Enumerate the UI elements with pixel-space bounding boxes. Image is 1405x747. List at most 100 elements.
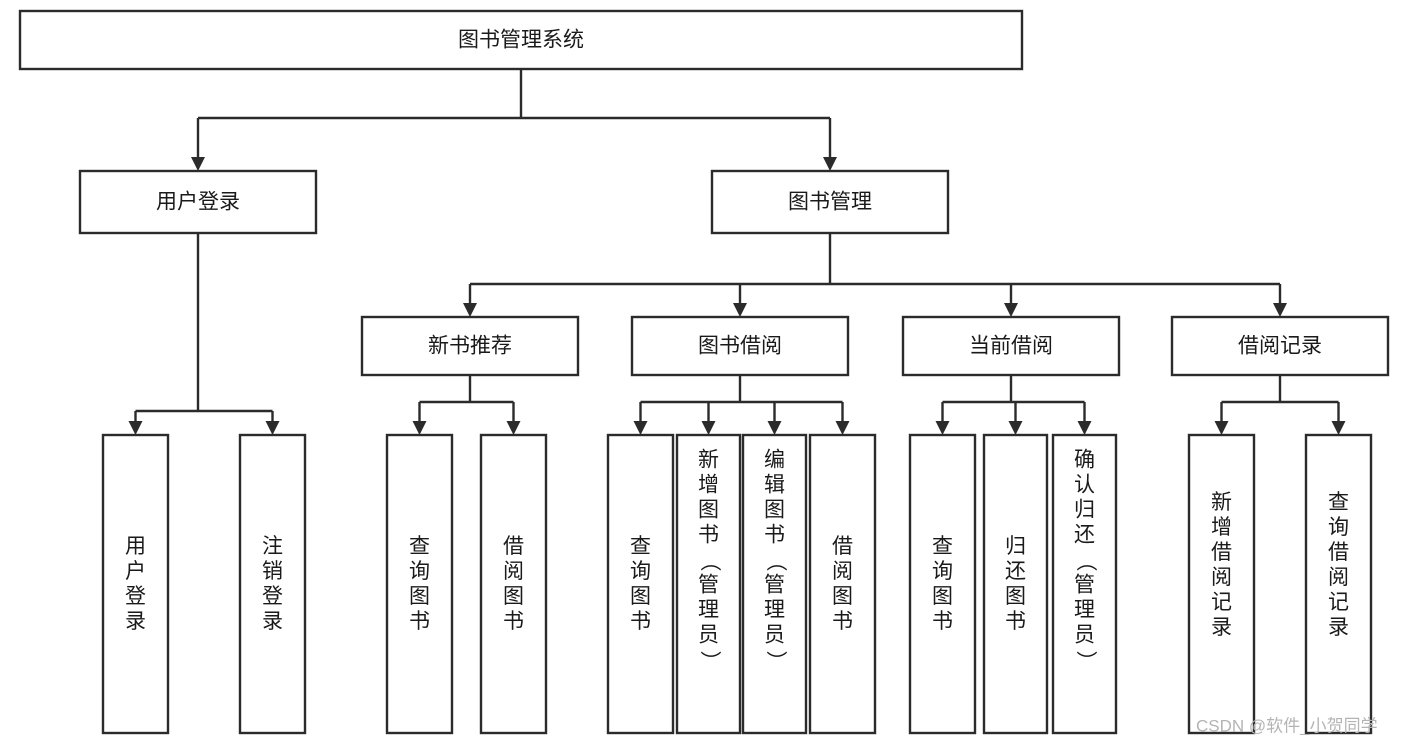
node-label-char-leaf-query-book-cur-3: 书 bbox=[932, 610, 953, 633]
node-root[interactable]: 图书管理系统 bbox=[18, 9, 1024, 71]
node-box-leaf-query-book-rec bbox=[385, 433, 454, 735]
node-box-book-manage bbox=[710, 169, 950, 235]
arrow-head bbox=[1273, 303, 1287, 317]
node-label-char-leaf-borrow-book-rec-2: 图 bbox=[503, 585, 524, 608]
node-label-char-leaf-confirm-return-0: 确 bbox=[1074, 449, 1095, 472]
arrow-head bbox=[633, 421, 648, 435]
node-label-char-leaf-add-record-5: 录 bbox=[1211, 616, 1232, 639]
node-label-char-leaf-return-book-3: 书 bbox=[1005, 610, 1026, 633]
node-leaf-user-login[interactable]: 用户登录 bbox=[101, 433, 170, 735]
node-label-char-leaf-query-book-2: 图 bbox=[630, 585, 651, 608]
node-borrow-record[interactable]: 借阅记录 bbox=[1170, 315, 1390, 377]
node-label-char-leaf-add-record-3: 阅 bbox=[1211, 566, 1232, 589]
node-label-char-leaf-user-logout-3: 录 bbox=[262, 610, 283, 633]
node-box-leaf-query-record bbox=[1304, 433, 1373, 735]
node-label-char-leaf-add-book-0: 新 bbox=[698, 449, 719, 472]
node-label-char-leaf-confirm-return-1: 认 bbox=[1074, 474, 1095, 497]
node-label-char-leaf-query-book-rec-2: 图 bbox=[409, 585, 430, 608]
node-label-char-leaf-query-book-cur-2: 图 bbox=[932, 585, 953, 608]
node-label-char-leaf-query-book-rec-3: 书 bbox=[409, 610, 430, 633]
node-book-manage[interactable]: 图书管理 bbox=[710, 169, 950, 235]
node-label-char-leaf-edit-book-3: 书 bbox=[764, 524, 785, 547]
arrow-head bbox=[935, 421, 950, 435]
node-label-char-leaf-add-book-2: 图 bbox=[698, 499, 719, 522]
node-box-leaf-borrow-book-rec bbox=[479, 433, 548, 735]
node-label-char-leaf-confirm-return-2: 归 bbox=[1074, 499, 1095, 522]
node-box-new-book-rec bbox=[360, 315, 580, 377]
node-label-char-leaf-add-book-7: 员 bbox=[698, 624, 719, 647]
arrow-head bbox=[767, 421, 782, 435]
node-label-char-leaf-confirm-return-5: 管 bbox=[1074, 574, 1095, 597]
arrow-head bbox=[701, 421, 716, 435]
arrow-head bbox=[191, 157, 205, 171]
node-label-char-leaf-query-book-0: 查 bbox=[630, 535, 651, 558]
arrow-head bbox=[733, 303, 747, 317]
node-label-char-leaf-edit-book-0: 编 bbox=[764, 449, 785, 472]
csdn-watermark: CSDN @软件_小贺同学 bbox=[1196, 716, 1378, 735]
node-label-char-leaf-query-record-3: 阅 bbox=[1328, 566, 1349, 589]
node-new-book-rec[interactable]: 新书推荐 bbox=[360, 315, 580, 377]
node-box-root bbox=[18, 9, 1024, 71]
node-box-leaf-user-logout bbox=[238, 433, 307, 735]
node-label-borrow-record: 借阅记录 bbox=[1238, 335, 1322, 358]
node-box-borrow-record bbox=[1170, 315, 1390, 377]
arrow-head bbox=[1008, 421, 1023, 435]
node-label-char-leaf-user-logout-1: 销 bbox=[262, 560, 283, 583]
node-label-char-leaf-query-book-cur-1: 询 bbox=[932, 560, 953, 583]
node-box-leaf-edit-book bbox=[741, 433, 808, 735]
node-label-book-manage: 图书管理 bbox=[788, 191, 872, 214]
node-label-char-leaf-user-login-2: 登 bbox=[125, 585, 146, 608]
node-label-current-borrow: 当前借阅 bbox=[969, 335, 1053, 358]
node-label-char-leaf-add-record-4: 记 bbox=[1211, 591, 1232, 614]
node-user-login[interactable]: 用户登录 bbox=[78, 169, 318, 235]
node-label-char-leaf-confirm-return-8: ） bbox=[1074, 651, 1097, 672]
node-label-char-leaf-add-book-1: 增 bbox=[698, 474, 719, 497]
node-label-char-leaf-query-book-cur-0: 查 bbox=[932, 535, 953, 558]
arrow-head bbox=[1077, 421, 1092, 435]
node-book-borrow[interactable]: 图书借阅 bbox=[630, 315, 850, 377]
arrow-head bbox=[463, 303, 477, 317]
node-label-char-leaf-user-logout-2: 登 bbox=[262, 585, 283, 608]
node-label-char-leaf-query-record-0: 查 bbox=[1328, 491, 1349, 514]
node-label-char-leaf-edit-book-1: 辑 bbox=[764, 474, 785, 497]
node-label-char-leaf-borrow-book-0: 借 bbox=[832, 535, 853, 558]
node-label-char-leaf-add-book-5: 管 bbox=[698, 574, 719, 597]
node-label-char-leaf-user-logout-0: 注 bbox=[262, 535, 283, 558]
node-label-char-leaf-return-book-2: 图 bbox=[1005, 585, 1026, 608]
node-label-char-leaf-add-book-6: 理 bbox=[698, 599, 719, 622]
node-label-char-leaf-borrow-book-rec-1: 阅 bbox=[503, 560, 524, 583]
node-label-char-leaf-borrow-book-2: 图 bbox=[832, 585, 853, 608]
node-label-new-book-rec: 新书推荐 bbox=[428, 335, 512, 358]
node-label-char-leaf-query-book-3: 书 bbox=[630, 610, 651, 633]
node-box-leaf-query-book bbox=[606, 433, 675, 735]
node-label-user-login: 用户登录 bbox=[156, 191, 240, 214]
node-label-char-leaf-confirm-return-6: 理 bbox=[1074, 599, 1095, 622]
arrow-head bbox=[823, 157, 837, 171]
node-label-char-leaf-query-record-1: 询 bbox=[1328, 516, 1349, 539]
node-current-borrow[interactable]: 当前借阅 bbox=[901, 315, 1121, 377]
node-box-leaf-return-book bbox=[982, 433, 1049, 735]
node-box-user-login bbox=[78, 169, 318, 235]
node-box-leaf-add-record bbox=[1187, 433, 1256, 735]
node-label-char-leaf-confirm-return-4: （ bbox=[1074, 551, 1097, 572]
node-label-char-leaf-add-record-2: 借 bbox=[1211, 541, 1232, 564]
node-label-char-leaf-query-record-4: 记 bbox=[1328, 591, 1349, 614]
node-box-leaf-add-book bbox=[675, 433, 742, 735]
node-label-book-borrow: 图书借阅 bbox=[698, 335, 782, 358]
node-label-char-leaf-borrow-book-3: 书 bbox=[832, 610, 853, 633]
node-label-char-leaf-return-book-1: 还 bbox=[1005, 560, 1026, 583]
node-label-char-leaf-confirm-return-3: 还 bbox=[1074, 524, 1095, 547]
